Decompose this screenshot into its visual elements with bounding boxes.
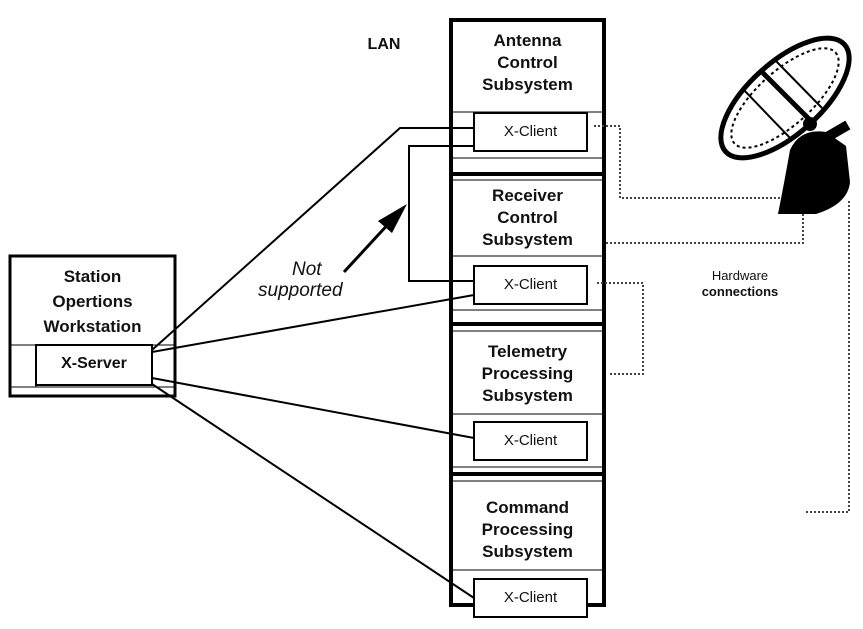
title-line: Processing: [481, 364, 574, 383]
title-line: Control: [497, 53, 558, 72]
title-line: Station: [63, 267, 122, 286]
title-line: Command: [485, 498, 570, 517]
title-line: Opertions: [52, 292, 133, 311]
hardware-connections-label: Hardware connections: [680, 268, 800, 300]
title-line: Control: [497, 208, 558, 227]
note-line: supported: [258, 280, 343, 301]
workstation-title: Station Opertions Workstation: [10, 264, 175, 339]
title-line: Subsystem: [482, 542, 573, 561]
title-line: Receiver: [492, 186, 563, 205]
x-server-label: X-Server: [61, 355, 127, 372]
antenna-connection-line: [151, 127, 474, 351]
receiver-x-client-label: X-Client: [503, 276, 558, 293]
lan-label: LAN: [367, 36, 401, 53]
telemetry-processing-title: Telemetry Processing Subsystem: [451, 341, 604, 407]
command-x-client-label: X-Client: [503, 589, 558, 606]
title-line: Subsystem: [482, 386, 573, 405]
command-connection-line: [151, 383, 475, 599]
satellite-dish-icon: [718, 35, 852, 214]
telemetry-connection-line: [151, 377, 475, 439]
title-line: Workstation: [43, 317, 142, 336]
antenna-control-title: Antenna Control Subsystem: [451, 30, 604, 96]
receiver-x-client-box: [473, 265, 588, 305]
telemetry-x-client-box: [473, 421, 588, 461]
title-line: Telemetry: [487, 342, 568, 361]
receiver-connection-line: [151, 294, 475, 353]
command-processing-title: Command Processing Subsystem: [451, 497, 604, 563]
label-line: Hardware: [711, 268, 769, 283]
title-line: Subsystem: [482, 75, 573, 94]
telemetry-x-client-label: X-Client: [503, 432, 558, 449]
hardware-connections: [594, 125, 850, 513]
label-line: connections: [701, 284, 779, 299]
workstation-box: [8, 254, 177, 398]
antenna-x-client-label: X-Client: [503, 123, 558, 140]
not-supported-link: [408, 145, 474, 282]
title-line: Subsystem: [482, 230, 573, 249]
receiver-control-title: Receiver Control Subsystem: [451, 185, 604, 251]
x-connections: [151, 127, 475, 599]
not-supported-label: Not supported: [248, 259, 378, 301]
title-line: Antenna: [493, 31, 562, 50]
antenna-x-client-box: [473, 112, 588, 152]
title-line: Processing: [481, 520, 574, 539]
not-supported-arrow: [342, 204, 407, 274]
note-line: Not: [292, 259, 322, 280]
